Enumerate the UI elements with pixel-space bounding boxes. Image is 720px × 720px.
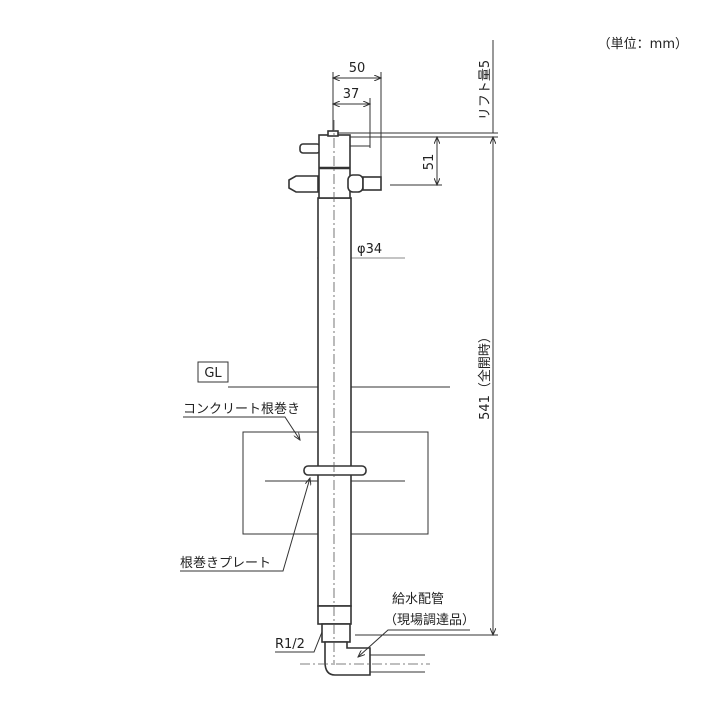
handle-icon	[299, 143, 321, 154]
plate-label: 根巻きプレート	[180, 556, 271, 571]
svg-text:51: 51	[422, 154, 437, 171]
svg-text:541（全開時）: 541（全開時）	[477, 330, 493, 420]
svg-text:リフト量5: リフト量5	[478, 60, 493, 120]
supply-pipe-note: （現場調達品）	[384, 613, 475, 628]
dimension-50: 50	[333, 61, 381, 180]
dimension-lift: リフト量5	[478, 40, 494, 133]
faucet	[288, 120, 430, 676]
dimension-51: 51	[390, 137, 442, 185]
svg-text:50: 50	[349, 61, 366, 76]
concrete-label: コンクリート根巻き	[183, 402, 300, 417]
dimension-541: 541（全開時）	[355, 137, 498, 635]
svg-text:φ34: φ34	[357, 242, 382, 257]
thread-label: R1/2	[275, 637, 305, 652]
svg-text:37: 37	[343, 87, 360, 102]
supply-pipe-label: 給水配管	[392, 592, 444, 607]
unit-note: （単位：mm）	[598, 36, 688, 52]
dimension-37: 37	[333, 87, 370, 148]
svg-text:GL: GL	[204, 366, 222, 381]
